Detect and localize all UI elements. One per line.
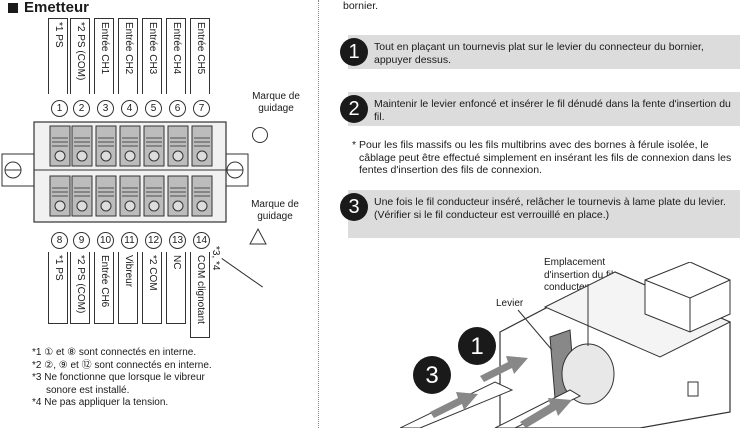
bottom-number-10: 10 <box>97 232 114 249</box>
illustration-badge-3 <box>413 356 451 394</box>
marque-top-label: Marque de guidage <box>252 91 300 114</box>
top-number-5: 5 <box>145 100 162 117</box>
bottom-label-text-6: NC <box>171 255 182 270</box>
bottom-label-2: *2 PS (COM) <box>70 252 90 324</box>
top-number-7: 7 <box>193 100 210 117</box>
guide-circle-icon <box>252 127 268 143</box>
bottom-label-7: COM clignotant <box>190 252 210 338</box>
upper-cell-hole <box>100 150 112 162</box>
bottom-number-11: 11 <box>121 232 138 249</box>
top-number-2: 2 <box>73 100 90 117</box>
arrow-insert-icon <box>520 398 572 428</box>
step-2-bar <box>348 92 740 126</box>
step-1-badge: 1 <box>340 38 368 66</box>
lower-cell-hole <box>76 200 88 212</box>
upper-cell-hole <box>172 150 184 162</box>
top-label-text-4: Entrée CH2 <box>123 22 134 75</box>
guide-triangle-icon <box>249 227 267 245</box>
levier-pointer <box>517 309 553 351</box>
top-label-text-7: Entrée CH5 <box>195 22 206 75</box>
step-3-bar <box>348 190 740 238</box>
marque-bottom-label: Marque de guidage <box>251 199 299 222</box>
bottom-label-text-2: *2 PS (COM) <box>75 255 86 314</box>
notes-list: *1 ① et ⑧ sont connectés en interne. *2 … <box>32 347 302 410</box>
step-2-badge: 2 <box>340 95 368 123</box>
footnote-text: * Pour les fils massifs ou les fils mult… <box>352 139 732 176</box>
step-1-bar <box>348 35 740 69</box>
bottom-label-5: *2 COM <box>142 252 162 324</box>
top-label-2: *2 PS (COM) <box>70 18 90 94</box>
upper-cell-hole <box>76 150 88 162</box>
top-label-text-5: Entrée CH3 <box>147 22 158 75</box>
step-3-badge: 3 <box>340 193 368 221</box>
title-square-icon <box>8 3 18 13</box>
upper-cell-hole <box>54 150 66 162</box>
top-label-7: Entrée CH5 <box>190 18 210 94</box>
bottom-label-text-4: Vibreur <box>123 255 134 288</box>
lower-cell-hole <box>148 200 160 212</box>
lower-cell-hole <box>172 200 184 212</box>
emplacement-label: Emplacement d'insertion du fil conducteu… <box>544 257 614 293</box>
bottom-number-13: 13 <box>169 232 186 249</box>
top-label-text-1: *1 PS <box>53 22 64 48</box>
top-number-6: 6 <box>169 100 186 117</box>
arrow-left-icon <box>430 392 478 418</box>
bottom-label-6: NC <box>166 252 186 324</box>
bottom-label-4: Vibreur <box>118 252 138 324</box>
label-14-extra: *3, *4 <box>210 246 221 271</box>
top-number-1: 1 <box>51 100 68 117</box>
lower-cell-hole <box>124 200 136 212</box>
top-label-1: *1 PS <box>48 18 68 94</box>
top-label-3: Entrée CH1 <box>94 18 114 94</box>
lower-cell-hole <box>54 200 66 212</box>
bottom-label-text-7: COM clignotant <box>195 255 206 324</box>
bottom-label-3: Entrée CH6 <box>94 252 114 324</box>
bottom-label-1: *1 PS <box>48 252 68 324</box>
top-label-text-2: *2 PS (COM) <box>75 22 86 81</box>
note-1: *1 ① et ⑧ sont connectés en interne. <box>32 347 197 358</box>
upper-cell-hole <box>124 150 136 162</box>
illustration-badge-1-text: 1 <box>470 333 483 360</box>
wall-detail <box>687 381 699 397</box>
arrow-up-right-icon <box>480 356 528 382</box>
step-1-text: Tout en plaçant un tournevis plat sur le… <box>374 41 704 66</box>
note-2: *2 ②, ⑨ et ⑫ sont connectés en interne. <box>32 359 212 371</box>
bottom-number-14: 14 <box>193 232 210 249</box>
upper-cell-hole <box>148 150 160 162</box>
title-text: Emetteur <box>24 0 90 16</box>
bottom-number-9: 9 <box>73 232 90 249</box>
top-label-text-3: Entrée CH1 <box>99 22 110 75</box>
bottom-number-12: 12 <box>145 232 162 249</box>
top-number-4: 4 <box>121 100 138 117</box>
top-label-4: Entrée CH2 <box>118 18 138 94</box>
note-3-cont: sonore est installé. <box>46 384 130 396</box>
illustration-badge-3-text: 3 <box>425 362 438 389</box>
top-number-3: 3 <box>97 100 114 117</box>
terminal-block-drawing <box>1 121 249 223</box>
top-label-5: Entrée CH3 <box>142 18 162 94</box>
step-3-text: Une fois le fil conducteur inséré, relâc… <box>374 196 726 221</box>
bottom-label-text-5: *2 COM <box>147 255 158 291</box>
note-4: *4 Ne pas appliquer la tension. <box>32 397 169 408</box>
bottom-label-text-3: Entrée CH6 <box>99 255 110 308</box>
upper-cell-hole <box>196 150 208 162</box>
step-2-text: Maintenir le levier enfoncé et insérer l… <box>374 98 731 123</box>
lower-cell-hole <box>100 200 112 212</box>
top-label-6: Entrée CH4 <box>166 18 186 94</box>
bottom-label-text-1: *1 PS <box>53 255 64 281</box>
column-divider <box>318 0 319 428</box>
bottom-number-8: 8 <box>51 232 68 249</box>
illustration-badge-1 <box>458 327 496 365</box>
intro-text: bornier. <box>343 0 379 12</box>
lower-cell-hole <box>196 200 208 212</box>
section-title: Emetteur <box>8 0 89 16</box>
connector-illustration: 1 3 <box>400 262 732 428</box>
levier-label: Levier <box>496 298 524 309</box>
top-label-text-6: Entrée CH4 <box>171 22 182 75</box>
note-3: *3 Ne fonctionne que lorsque le vibreur <box>32 372 205 383</box>
block-cells <box>49 125 213 217</box>
